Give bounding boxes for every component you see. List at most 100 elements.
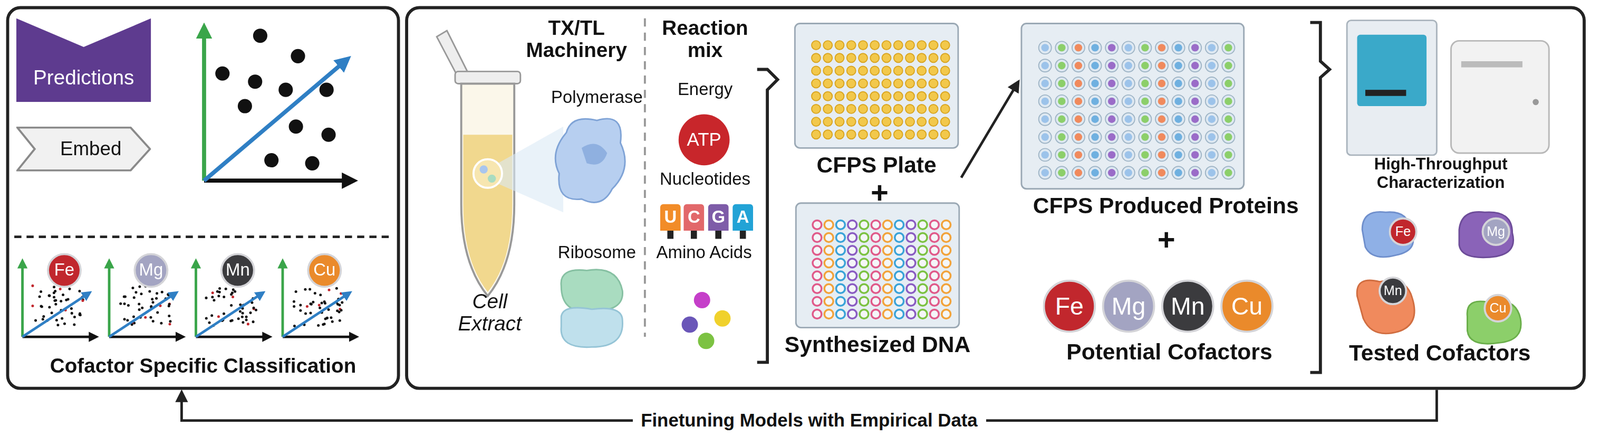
plate-well: [870, 40, 880, 50]
instrument-icon: [1450, 40, 1549, 153]
plate-well: [882, 117, 892, 127]
mini-dot: [252, 320, 255, 323]
text-label: Nucleotides: [650, 169, 759, 189]
plate-well: [929, 65, 939, 75]
plate-well: [1122, 76, 1135, 90]
plate-well: [882, 271, 892, 281]
plate-well: [1105, 76, 1118, 90]
plate-well: [929, 104, 939, 114]
mini-dot: [231, 295, 235, 298]
plate-protein: [1208, 168, 1216, 177]
plate-well: [929, 219, 939, 229]
plate-well: [824, 219, 834, 229]
amino-acid-dots: [681, 291, 731, 349]
mini-dot: [222, 312, 226, 315]
plate-protein: [1074, 43, 1083, 52]
cofactor-circle: Mg: [1102, 279, 1156, 333]
plate-well: [823, 104, 833, 114]
plate-well: [929, 283, 939, 293]
plate-protein: [1057, 115, 1066, 123]
plate-protein: [1224, 168, 1232, 177]
plate-protein: [1191, 115, 1199, 123]
plate-protein: [1107, 132, 1116, 141]
node-text: CFPS Plate: [793, 152, 959, 179]
plate-well: [893, 79, 903, 89]
plate-well: [846, 104, 856, 114]
node-text: C: [687, 207, 701, 227]
scatter-plot: [204, 28, 351, 181]
node-text: Fe: [1055, 292, 1084, 320]
node-text: Mg: [139, 260, 164, 281]
plate-well: [940, 117, 950, 127]
node-text: Mg: [1486, 224, 1506, 239]
plate-well: [940, 129, 950, 139]
cofactor-circle: Mn: [1378, 276, 1407, 305]
mini-dot: [119, 302, 122, 305]
plate-well: [1055, 59, 1068, 72]
edge-label: Finetuning Models with Empirical Data: [632, 409, 987, 431]
mini-dot: [70, 311, 74, 315]
plate-well: [894, 245, 904, 255]
plate-protein: [1074, 97, 1083, 105]
mini-dot: [47, 294, 51, 297]
plate-well: [917, 129, 927, 139]
plate-well: [941, 309, 951, 319]
plate-well: [1105, 130, 1118, 144]
plate-well: [811, 117, 821, 127]
plate-well: [918, 233, 928, 243]
plate-well: [1105, 59, 1118, 72]
plate-protein: [1174, 43, 1182, 52]
mini-trend: [22, 293, 89, 337]
mini-dot: [126, 318, 129, 322]
plate-protein: [1124, 150, 1133, 159]
plate-well: [929, 129, 939, 139]
mini-axis: [108, 263, 111, 337]
plate-well: [870, 53, 880, 63]
polymerase-icon: [581, 143, 607, 165]
mini-dot: [155, 296, 158, 300]
mini-dot: [56, 323, 60, 326]
mini-dot: [205, 316, 208, 320]
plate-well: [905, 129, 915, 139]
protein-icon: [1356, 211, 1521, 344]
text-label: High-Throughput Characterization: [1348, 155, 1533, 192]
nucleotide-block: A: [732, 204, 754, 231]
plate-well: [1205, 94, 1219, 108]
tube-icon: [487, 174, 496, 183]
well-plate: CFPS Plate: [793, 22, 959, 182]
plate-well: [1205, 41, 1219, 54]
plate-protein: [1158, 150, 1166, 159]
connector: [961, 81, 1019, 178]
mini-dot: [52, 285, 56, 288]
text-label: Tested Cofactors: [1326, 340, 1554, 366]
plate-protein: [1091, 79, 1099, 88]
polymerase-icon: [555, 118, 625, 203]
text-label: TX/TL Machinery: [515, 16, 638, 63]
plate-well: [1055, 130, 1068, 144]
mini-dot: [217, 294, 220, 297]
plate-well: [871, 219, 881, 229]
plate-well: [941, 245, 951, 255]
plate-protein: [1141, 150, 1149, 159]
plate-well: [1072, 59, 1085, 72]
plate-well: [870, 117, 880, 127]
mini-dot: [60, 316, 64, 320]
plate-protein: [1107, 43, 1116, 52]
plate-well: [824, 309, 834, 319]
scatter-plot: [305, 156, 320, 171]
plate-well: [1105, 148, 1118, 161]
plate-well: [1172, 41, 1185, 54]
plate-well: [1038, 76, 1052, 90]
mini-dot: [338, 310, 341, 314]
plate-well: [1105, 112, 1118, 126]
plate-well: [906, 219, 916, 229]
plate-well: [1072, 94, 1085, 108]
mini-dot: [151, 319, 155, 323]
mini-dot: [222, 295, 226, 298]
well-plate: [793, 22, 959, 150]
plate-protein: [1041, 115, 1049, 123]
plate-protein: [1074, 150, 1083, 159]
plate-well: [1088, 41, 1102, 54]
mini-dot: [123, 295, 127, 298]
plate-well: [1205, 59, 1219, 72]
